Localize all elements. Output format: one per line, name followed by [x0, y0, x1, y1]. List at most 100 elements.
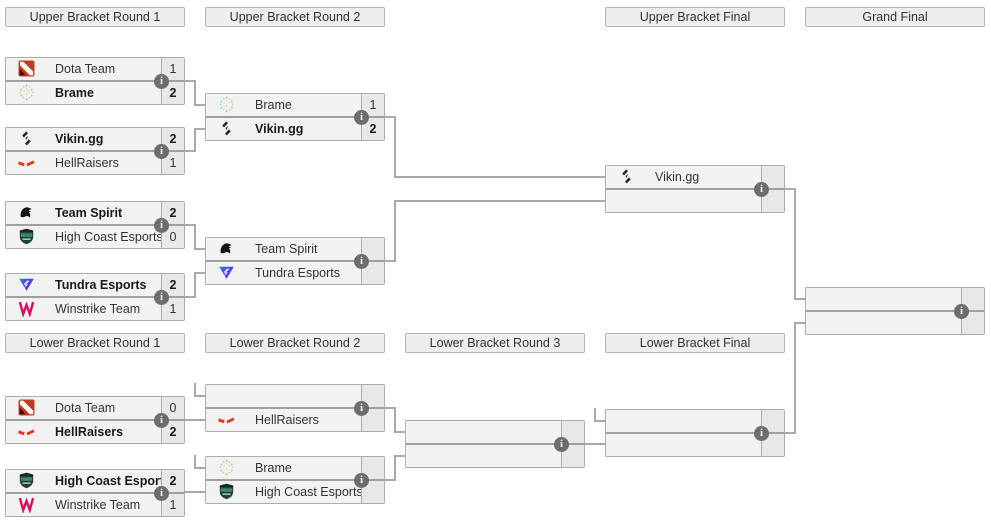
round-header-lower-bracket-final: Lower Bracket Final — [605, 333, 785, 353]
match-info-icon[interactable]: i — [154, 486, 169, 501]
team-name[interactable]: Dota Team — [55, 401, 116, 415]
round-header-label: Lower Bracket Round 3 — [429, 336, 561, 350]
tundra-logo-icon[interactable] — [218, 264, 235, 281]
team-name[interactable]: Winstrike Team — [55, 498, 141, 512]
match-row-divider — [6, 150, 184, 152]
bracket-connector — [194, 80, 196, 106]
winstrike-logo-icon[interactable] — [18, 496, 35, 514]
bracket-connector — [185, 150, 196, 152]
score-value: 2 — [169, 206, 177, 220]
bracket-connector — [394, 431, 405, 433]
dota-team-logo-icon[interactable] — [18, 60, 35, 77]
high-coast-logo-icon[interactable] — [18, 472, 35, 489]
round-header-lower-bracket-round-1: Lower Bracket Round 1 — [5, 333, 185, 353]
team-name[interactable]: Brame — [255, 461, 292, 475]
match-row-divider — [606, 188, 784, 190]
hellraisers-logo-icon[interactable] — [18, 423, 35, 440]
tundra-logo-icon[interactable] — [18, 276, 35, 293]
team-row: High Coast Esports — [206, 481, 384, 503]
match-info-icon[interactable]: i — [954, 304, 969, 319]
round-header-grand-final: Grand Final — [805, 7, 985, 27]
team-name[interactable]: High Coast Esports — [55, 230, 161, 244]
bracket-connector — [194, 395, 205, 397]
team-name[interactable]: Team Spirit — [255, 242, 318, 256]
match-info-icon[interactable]: i — [354, 254, 369, 269]
bracket-connector — [194, 128, 196, 152]
team-name[interactable]: Tundra Esports — [55, 278, 147, 292]
hellraisers-logo-icon[interactable] — [18, 154, 35, 171]
team-name[interactable]: Brame — [255, 98, 292, 112]
high-coast-logo-icon[interactable] — [218, 483, 235, 500]
match-row-divider — [206, 116, 384, 118]
match-row-divider — [6, 224, 184, 226]
score-value: 1 — [169, 156, 177, 170]
team-name[interactable]: HellRaisers — [55, 156, 119, 170]
round-header-label: Grand Final — [862, 10, 928, 24]
bracket-connector — [185, 80, 196, 82]
match-row-divider — [6, 80, 184, 82]
match-info-icon[interactable]: i — [154, 74, 169, 89]
team-name[interactable]: Vikin.gg — [55, 132, 104, 146]
score-value: 2 — [369, 122, 377, 136]
ub-final-match: Vikin.gg i — [605, 165, 785, 213]
high-coast-logo-icon[interactable] — [18, 228, 35, 245]
brame-logo-icon[interactable] — [218, 459, 235, 476]
round-header-upper-bracket-round-2: Upper Bracket Round 2 — [205, 7, 385, 27]
vikin-gg-logo-icon[interactable] — [18, 130, 35, 147]
match-info-icon[interactable]: i — [754, 426, 769, 441]
match-row-divider — [806, 310, 984, 312]
vikin-gg-logo-icon[interactable] — [618, 168, 635, 185]
team-row: Brame 1 — [206, 94, 384, 116]
team-name[interactable]: HellRaisers — [255, 413, 319, 427]
match-info-icon[interactable]: i — [354, 110, 369, 125]
team-name[interactable]: Tundra Esports — [255, 266, 340, 280]
team-name[interactable]: Team Spirit — [55, 206, 123, 220]
bracket-connector — [394, 455, 396, 481]
team-name[interactable]: High Coast Esports — [55, 474, 161, 488]
brame-logo-icon[interactable] — [218, 96, 235, 113]
team-row: HellRaisers 1 — [6, 152, 184, 174]
team-row: Vikin.gg 2 — [206, 118, 384, 140]
bracket-connector — [194, 128, 205, 130]
team-name[interactable]: Brame — [55, 86, 94, 100]
team-spirit-logo-icon[interactable] — [218, 240, 235, 257]
team-spirit-logo-icon[interactable] — [18, 204, 35, 221]
brame-logo-icon[interactable] — [18, 84, 35, 101]
match-info-icon[interactable]: i — [154, 218, 169, 233]
bracket-connector — [185, 491, 205, 493]
vikin-gg-logo-icon[interactable] — [218, 120, 235, 137]
hellraisers-logo-icon[interactable] — [218, 411, 235, 428]
team-name[interactable]: High Coast Esports — [255, 485, 361, 499]
match-row-divider — [206, 407, 384, 409]
score-value: 1 — [369, 98, 377, 112]
match-info-icon[interactable]: i — [354, 473, 369, 488]
team-name[interactable]: Dota Team — [55, 62, 116, 76]
dota-team-logo-icon[interactable] — [18, 399, 35, 416]
match-info-icon[interactable]: i — [154, 413, 169, 428]
lb-r3-match: i — [405, 420, 585, 468]
team-name[interactable]: Winstrike Team — [55, 302, 141, 316]
match-info-icon[interactable]: i — [554, 437, 569, 452]
team-row: HellRaisers — [206, 409, 384, 431]
match-row-divider — [6, 492, 184, 494]
match-info-icon[interactable]: i — [754, 182, 769, 197]
winstrike-logo-icon[interactable] — [18, 300, 35, 318]
match-info-icon[interactable]: i — [154, 290, 169, 305]
team-name[interactable]: Vikin.gg — [655, 170, 700, 184]
match-info-icon[interactable]: i — [354, 401, 369, 416]
team-name[interactable]: Vikin.gg — [255, 122, 304, 136]
match-info-icon[interactable]: i — [154, 144, 169, 159]
bracket-connector — [185, 224, 196, 226]
match-row-divider — [406, 443, 584, 445]
match-row-divider — [206, 479, 384, 481]
team-name[interactable]: HellRaisers — [55, 425, 124, 439]
